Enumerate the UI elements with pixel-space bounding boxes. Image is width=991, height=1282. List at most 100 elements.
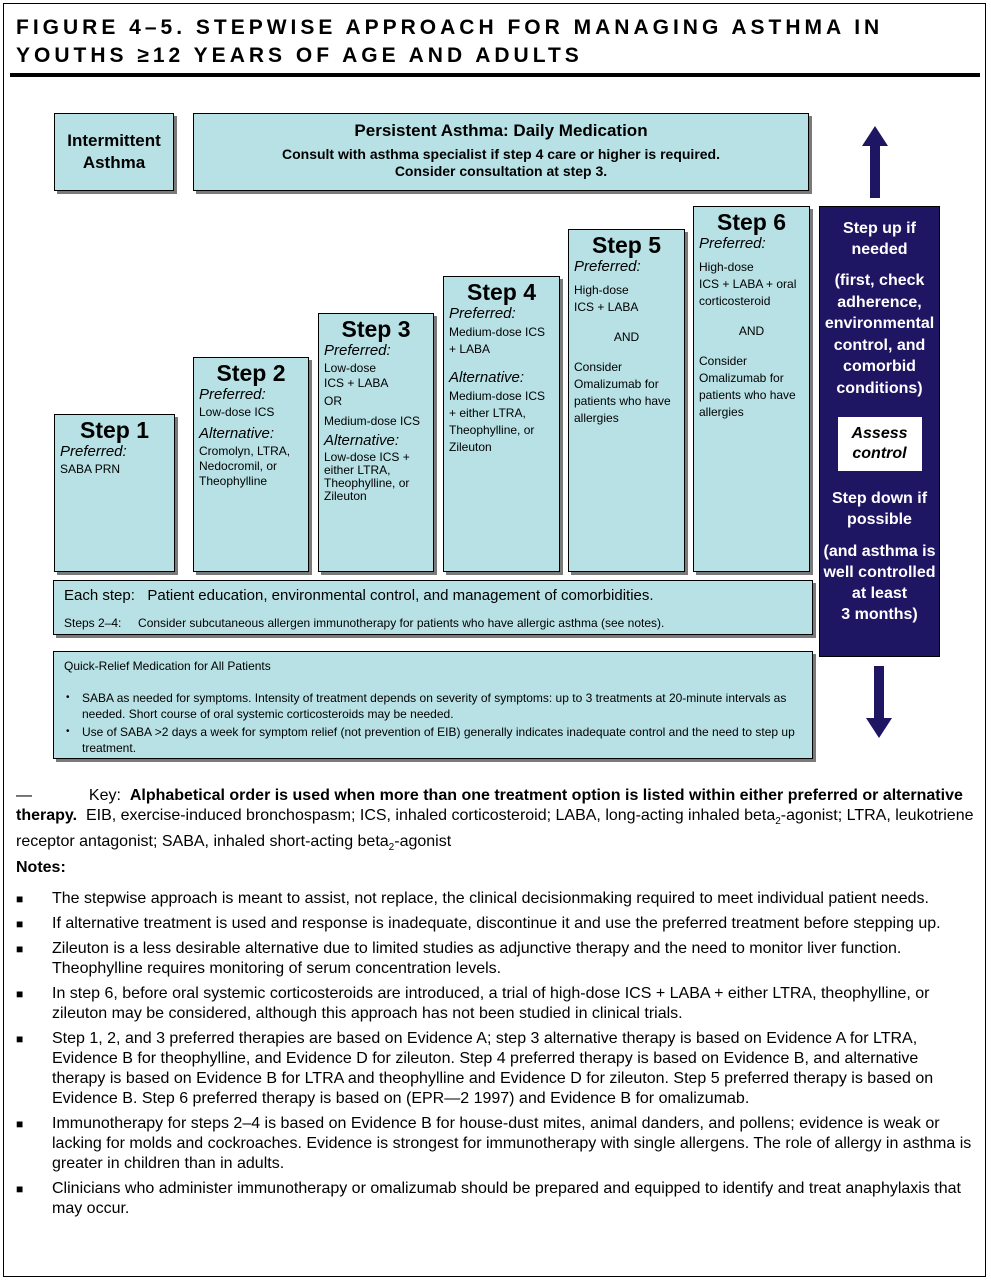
step-3-alternative-4: Zileuton bbox=[324, 489, 367, 503]
note-item: ■Step 1, 2, and 3 preferred therapies ar… bbox=[16, 1029, 976, 1109]
step-down-detail: (and asthma is well controlled at least … bbox=[820, 541, 939, 625]
step-6-consider-1: Consider bbox=[699, 354, 748, 368]
step-4-title: Step 4 bbox=[466, 279, 537, 305]
step-6-preferred-3: corticosteroid bbox=[699, 294, 771, 308]
step-5-consider-4: allergies bbox=[574, 411, 619, 425]
step-5-consider-1: Consider bbox=[574, 360, 623, 374]
step-up-detail-line: conditions) bbox=[836, 379, 923, 397]
step-4-alternative-2: + either LTRA, bbox=[449, 406, 526, 420]
note-item: ■The stepwise approach is meant to assis… bbox=[16, 889, 976, 909]
persistent-line-1: Consult with asthma specialist if step 4… bbox=[281, 146, 720, 162]
key-text-a: EIB, exercise-induced bronchospasm; ICS,… bbox=[85, 807, 776, 824]
key-dash: — bbox=[16, 787, 32, 804]
step-down-detail-line: 3 months) bbox=[841, 606, 918, 623]
step-6-box: Step 6 Preferred: High-dose ICS + LABA +… bbox=[693, 206, 810, 572]
step-6-consider-4: allergies bbox=[699, 405, 744, 419]
key-text-b: -agonist; LTRA, leukotriene receptor ant… bbox=[16, 807, 974, 851]
step-down-line: Step down if bbox=[831, 490, 928, 507]
step-up-detail-line: (first, check bbox=[834, 272, 925, 289]
step-5-and: AND bbox=[613, 330, 640, 344]
bullet-icon: ■ bbox=[16, 942, 24, 956]
step-2-box: Step 2 Preferred: Low-dose ICS Alternati… bbox=[193, 357, 309, 572]
each-step-label: Each step: bbox=[64, 587, 135, 604]
note-item: ■In step 6, before oral systemic cortico… bbox=[16, 984, 976, 1024]
note-item: ■ Zileuton is a less desirable alternativ… bbox=[16, 939, 976, 979]
step-up-detail-line: control, and bbox=[833, 336, 926, 354]
assess-control-box: Assess control bbox=[837, 417, 922, 471]
step-down-detail-line: (and asthma is bbox=[823, 543, 936, 560]
key-label: Key: bbox=[88, 787, 121, 804]
quick-relief-list: SABA as needed for symptoms. Intensity o… bbox=[64, 690, 804, 758]
step-6-preferred-2: ICS + LABA + oral bbox=[699, 277, 797, 291]
step-down-detail-line: at least bbox=[851, 585, 908, 602]
title-line-1: FIGURE 4–5. STEPWISE APPROACH FOR MANAGI… bbox=[16, 16, 884, 39]
step-4-alternative-label: Alternative: bbox=[449, 369, 525, 386]
step-1-box: Step 1 Preferred: SABA PRN bbox=[54, 414, 175, 572]
step-2-alternative-label: Alternative: bbox=[199, 425, 275, 442]
note-item: ■If alternative treatment is used and re… bbox=[16, 914, 976, 934]
step-3-alternative-1: Low-dose ICS + bbox=[324, 450, 410, 464]
steps-2-4-text: Consider subcutaneous allergen immunothe… bbox=[138, 616, 665, 630]
notes-list: ■The stepwise approach is meant to assis… bbox=[16, 889, 976, 1224]
each-step-row: Each step: Patient education, environmen… bbox=[64, 587, 654, 604]
key-sub: 2 bbox=[775, 816, 781, 828]
step-2-preferred-label: Preferred: bbox=[199, 386, 266, 403]
step-5-preferred-1: High-dose bbox=[574, 283, 629, 297]
step-6-preferred-1: High-dose bbox=[699, 260, 754, 274]
step-5-consider-2: Omalizumab for bbox=[574, 377, 659, 391]
step-5-preferred-label: Preferred: bbox=[574, 258, 641, 275]
step-up-line: needed bbox=[851, 241, 908, 258]
step-1-title: Step 1 bbox=[79, 417, 150, 443]
step-5-preferred-2: ICS + LABA bbox=[574, 300, 639, 314]
step-6-preferred-label: Preferred: bbox=[699, 235, 766, 252]
note-text: Step 1, 2, and 3 preferred therapies are… bbox=[52, 1030, 934, 1107]
step-up-line: Step up if bbox=[843, 220, 916, 237]
step-3-box: Step 3 Preferred: Low-dose ICS + LABA OR… bbox=[318, 313, 434, 572]
step-3-alternative-2: either LTRA, bbox=[324, 463, 391, 477]
step-down-label: Step down if possible bbox=[820, 488, 939, 530]
each-step-text: Patient education, environmental control… bbox=[147, 587, 654, 604]
step-1-preferred-1: SABA PRN bbox=[60, 462, 121, 476]
figure-frame bbox=[3, 3, 986, 1277]
step-2-alternative-1: Cromolyn, LTRA, bbox=[199, 444, 291, 458]
note-text: Immunotherapy for steps 2–4 is based on … bbox=[52, 1115, 972, 1172]
step-5-title: Step 5 bbox=[591, 232, 662, 258]
arrow-up-icon bbox=[862, 126, 888, 198]
persistent-line-2: Consider consultation at step 3. bbox=[394, 163, 608, 179]
step-4-preferred-2: + LABA bbox=[449, 342, 491, 356]
step-5-consider-3: patients who have bbox=[574, 394, 671, 408]
intermittent-label-2: Asthma bbox=[82, 153, 146, 172]
step-4-preferred-1: Medium-dose ICS bbox=[449, 325, 546, 339]
step-4-alternative-3: Theophylline, or bbox=[449, 423, 535, 437]
persistent-heading: Persistent Asthma: Daily Medication bbox=[354, 121, 648, 140]
key-text-c: -agonist bbox=[394, 833, 452, 851]
note-text: Clinicians who administer immunotherapy … bbox=[52, 1180, 961, 1217]
step-6-consider-2: Omalizumab for bbox=[699, 371, 784, 385]
step-3-alternative-3: Theophylline, or bbox=[324, 476, 410, 490]
note-item: ■Clinicians who administer immunotherapy… bbox=[16, 1179, 976, 1219]
step-2-preferred-1: Low-dose ICS bbox=[199, 405, 275, 419]
note-text: Zileuton is a less desirable alternative… bbox=[52, 940, 902, 977]
step-2-alternative-3: Theophylline bbox=[199, 474, 268, 488]
notes-heading: Notes: bbox=[16, 859, 66, 876]
step-6-and: AND bbox=[738, 324, 765, 338]
step-2-alternative-2: Nedocromil, or bbox=[199, 459, 278, 473]
key-bold-text: Alphabetical order is used when more tha… bbox=[16, 787, 963, 824]
step-down-line: possible bbox=[847, 511, 912, 528]
persistent-asthma-box: Persistent Asthma: Daily Medication Cons… bbox=[193, 113, 809, 191]
quick-relief-item: SABA as needed for symptoms. Intensity o… bbox=[64, 690, 804, 722]
step-up-down-panel: Step up if needed (first, check adherenc… bbox=[819, 206, 940, 657]
step-6-consider-3: patients who have bbox=[699, 388, 796, 402]
quick-relief-heading: Quick-Relief Medication for All Patients bbox=[64, 659, 271, 673]
step-3-title: Step 3 bbox=[341, 316, 411, 342]
step-3-alternative-label: Alternative: bbox=[324, 432, 400, 449]
bullet-icon: ■ bbox=[16, 892, 24, 906]
note-item: ■Immunotherapy for steps 2–4 is based on… bbox=[16, 1114, 976, 1174]
bullet-icon: ■ bbox=[16, 987, 24, 1001]
note-text: If alternative treatment is used and res… bbox=[52, 915, 941, 932]
figure-title: FIGURE 4–5. STEPWISE APPROACH FOR MANAGI… bbox=[16, 14, 976, 70]
step-up-detail-line: environmental bbox=[824, 315, 935, 332]
step-up-detail-line: comorbid bbox=[843, 358, 916, 375]
intermittent-asthma-box: Intermittent Asthma bbox=[54, 113, 174, 191]
step-3-preferred-2: ICS + LABA bbox=[324, 376, 389, 390]
